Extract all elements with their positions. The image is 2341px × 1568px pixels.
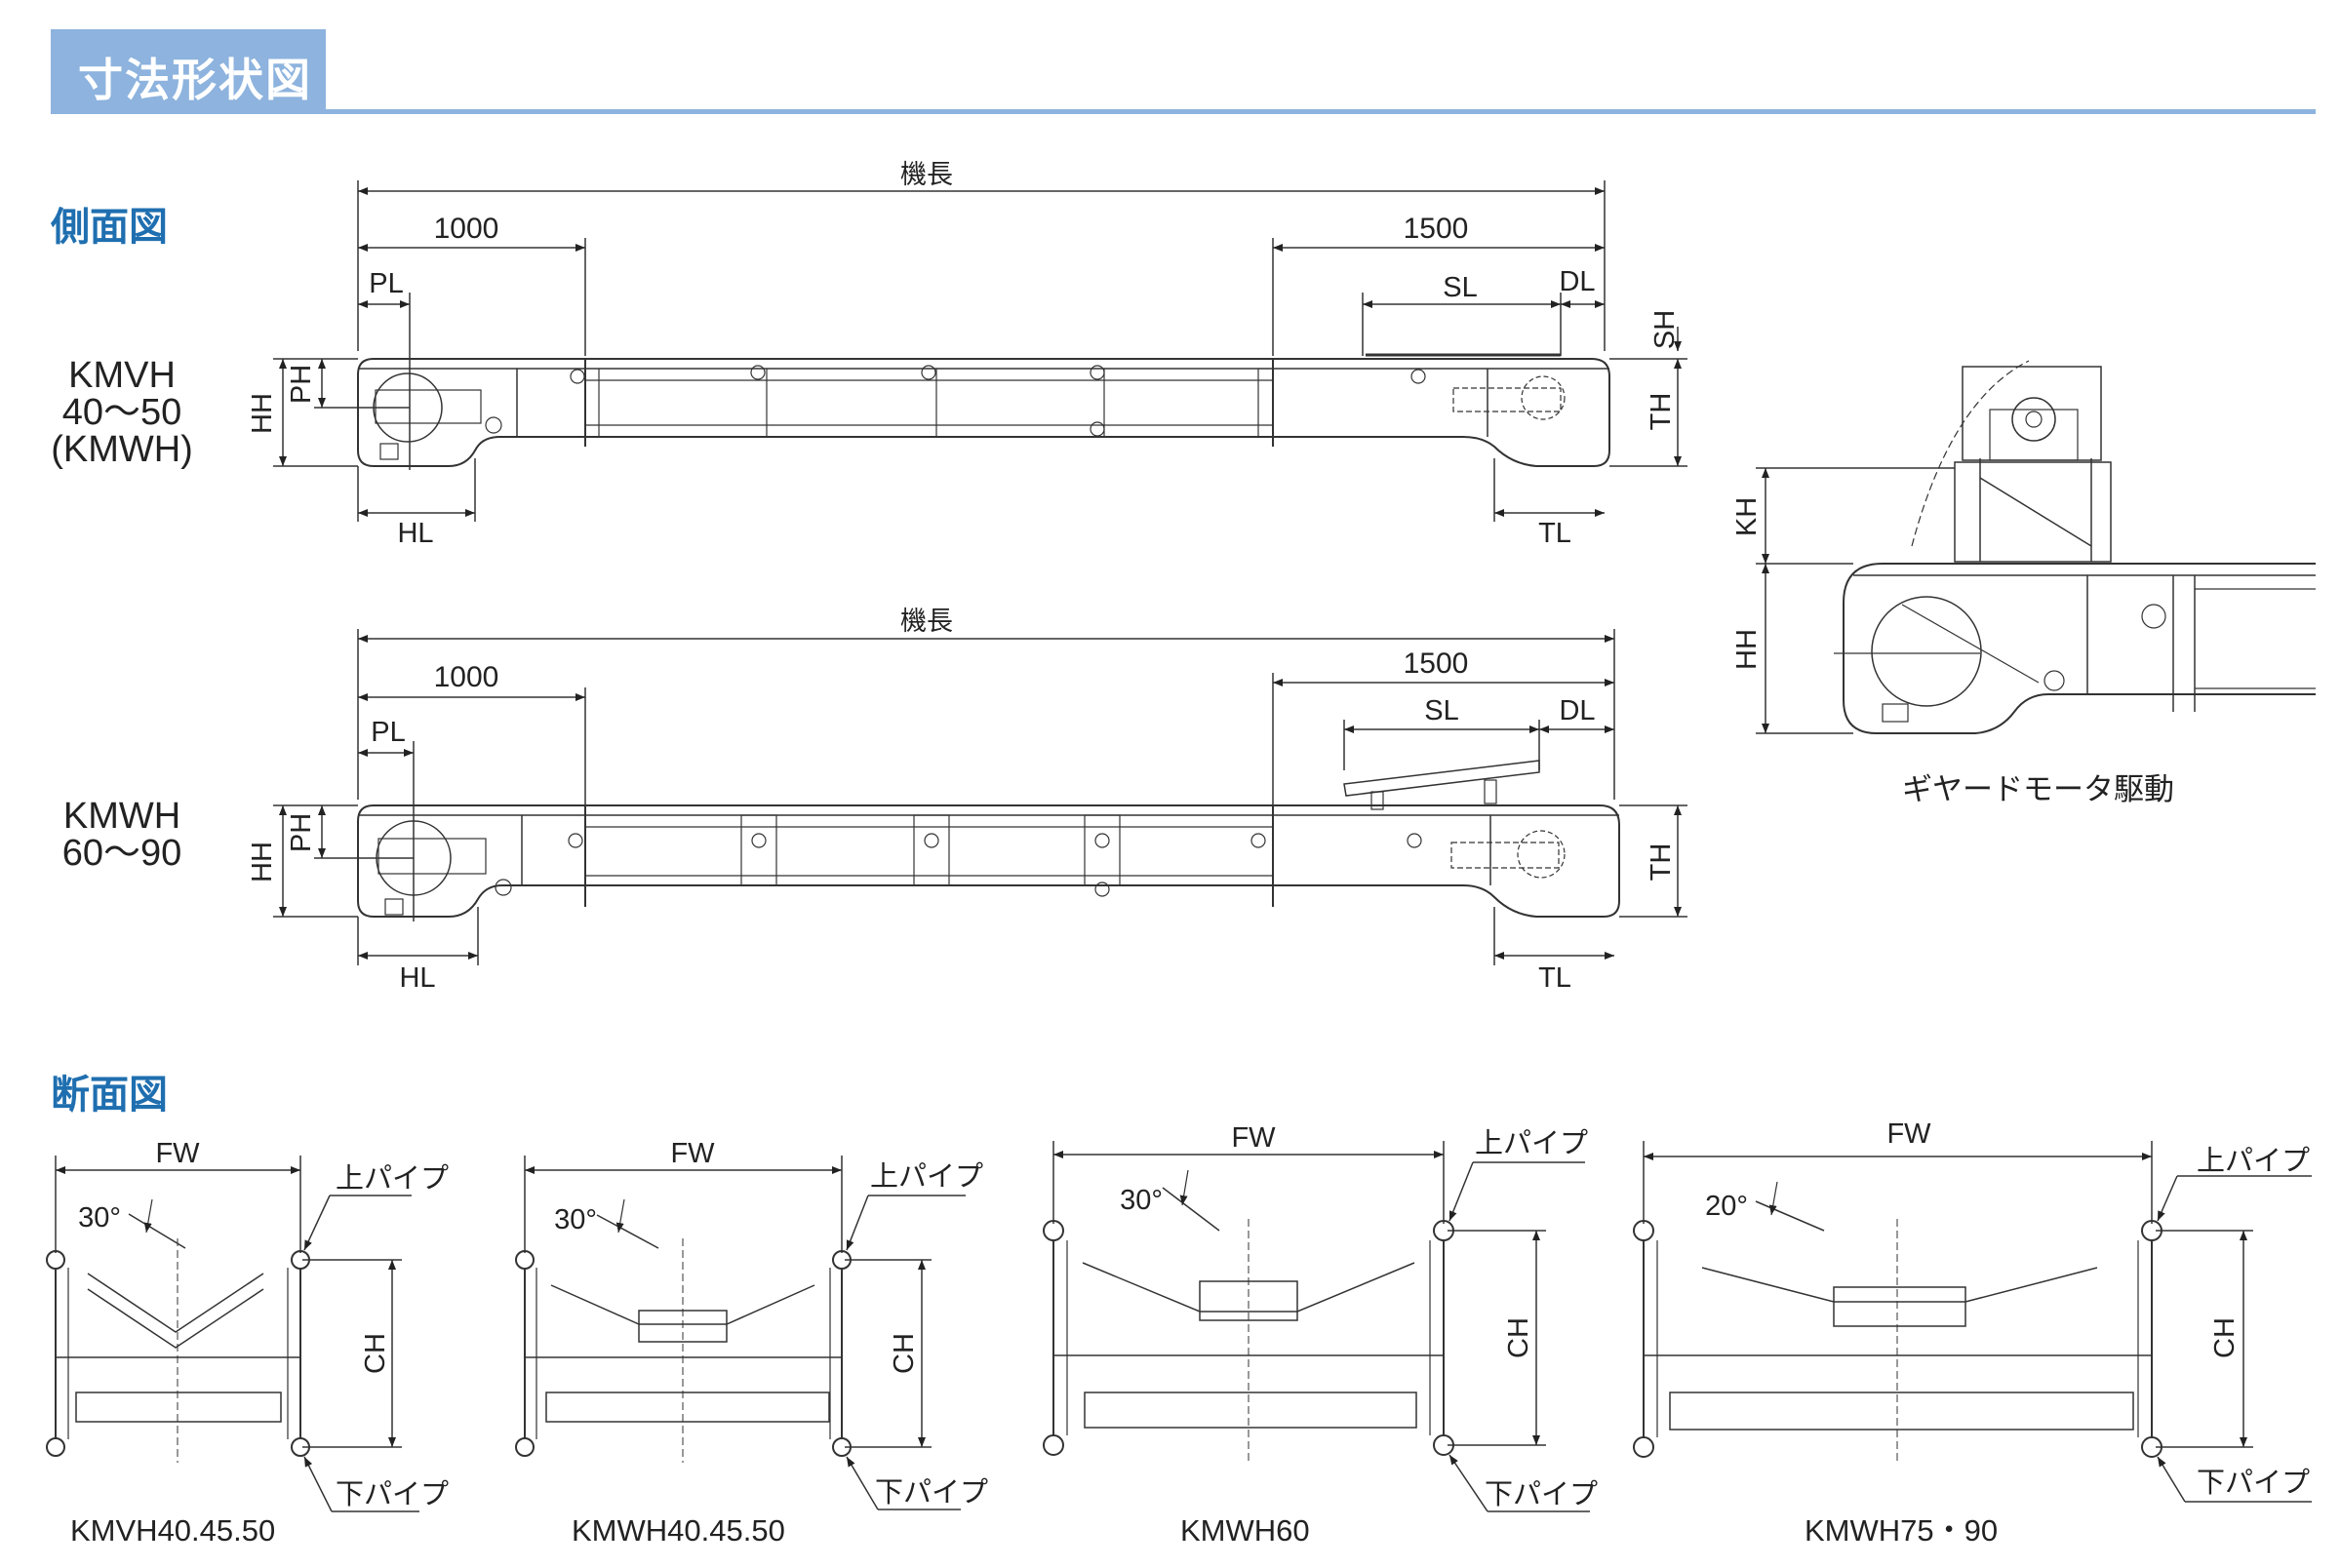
dim-length-b: 機長 bbox=[900, 607, 953, 636]
lower-pipe-label-3: 下パイプ bbox=[1485, 1479, 1598, 1510]
ch-label-2: CH bbox=[889, 1333, 920, 1374]
upper-pipe-label-1: 上パイプ bbox=[336, 1163, 449, 1195]
angle-label-2: 30° bbox=[554, 1204, 597, 1235]
geared-motor-detail bbox=[1756, 360, 2316, 734]
model-a-line2: 40～50 bbox=[61, 392, 182, 433]
dim-hh-a: HH bbox=[247, 393, 278, 434]
section-caption-2: KMWH40.45.50 bbox=[572, 1513, 785, 1548]
upper-pipe-label-4: 上パイプ bbox=[2197, 1146, 2310, 1177]
dim-ph-a: PH bbox=[286, 365, 317, 404]
dim-ph-b: PH bbox=[286, 813, 317, 852]
section-view-title: 断面図 bbox=[51, 1073, 168, 1117]
dim-sl-b: SL bbox=[1424, 695, 1458, 726]
section-view-4 bbox=[1633, 1141, 2312, 1503]
dim-sl-a: SL bbox=[1443, 272, 1477, 303]
side-view-title: 側面図 bbox=[51, 205, 168, 250]
model-a-line1: KMVH bbox=[68, 355, 176, 396]
model-label-b: KMWH 60～90 bbox=[49, 798, 195, 872]
header-rule bbox=[51, 109, 2316, 114]
angle-label-3: 30° bbox=[1120, 1185, 1163, 1216]
fw-label-2: FW bbox=[670, 1138, 715, 1169]
lower-pipe-label-4: 下パイプ bbox=[2197, 1468, 2310, 1499]
geared-motor-caption: ギヤードモータ駆動 bbox=[1902, 772, 2174, 806]
fw-label-1: FW bbox=[155, 1138, 200, 1169]
upper-pipe-label-2: 上パイプ bbox=[870, 1161, 983, 1193]
section-view-3 bbox=[1043, 1141, 1590, 1512]
dim-tl-a: TL bbox=[1538, 518, 1571, 549]
dim-1000-a: 1000 bbox=[434, 213, 499, 245]
header-tab: 寸法形状図 bbox=[51, 29, 326, 113]
model-label-a: KMVH 40～50 (KMWH) bbox=[49, 357, 195, 468]
dim-hh-b: HH bbox=[247, 842, 278, 882]
fw-label-4: FW bbox=[1886, 1118, 1931, 1150]
section-caption-4: KMWH75・90 bbox=[1805, 1513, 1999, 1548]
dim-th-a: TH bbox=[1646, 393, 1677, 431]
dim-hl-a: HL bbox=[397, 518, 433, 549]
ch-label-4: CH bbox=[2209, 1317, 2241, 1358]
angle-label-1: 30° bbox=[78, 1202, 121, 1234]
lower-pipe-label-1: 下パイプ bbox=[336, 1479, 449, 1510]
dim-sh-a: SH bbox=[1649, 310, 1681, 349]
dim-th-b: TH bbox=[1646, 843, 1677, 882]
lower-pipe-label-2: 下パイプ bbox=[875, 1477, 988, 1509]
dim-kh: KH bbox=[1731, 497, 1763, 536]
dim-hl-b: HL bbox=[399, 962, 435, 994]
section-caption-1: KMVH40.45.50 bbox=[70, 1513, 276, 1548]
dim-length-a: 機長 bbox=[900, 160, 953, 189]
model-b-line2: 60～90 bbox=[61, 833, 182, 874]
ch-label-3: CH bbox=[1503, 1317, 1534, 1358]
dim-pl-b: PL bbox=[371, 717, 405, 748]
fw-label-3: FW bbox=[1231, 1122, 1276, 1154]
dim-tl-b: TL bbox=[1538, 962, 1571, 994]
dim-hh-motor: HH bbox=[1731, 629, 1763, 670]
page-title: 寸法形状図 bbox=[78, 54, 312, 106]
section-view-1 bbox=[46, 1156, 419, 1512]
model-b-line1: KMWH bbox=[62, 796, 181, 837]
dim-pl-a: PL bbox=[369, 268, 403, 299]
dim-1000-b: 1000 bbox=[434, 661, 499, 693]
section-caption-3: KMWH60 bbox=[1180, 1513, 1310, 1548]
upper-pipe-label-3: 上パイプ bbox=[1475, 1128, 1588, 1159]
dim-1500-b: 1500 bbox=[1404, 647, 1469, 680]
dim-dl-b: DL bbox=[1559, 695, 1595, 726]
section-view-2 bbox=[515, 1156, 966, 1510]
model-a-line3: (KMWH) bbox=[51, 429, 193, 470]
angle-label-4: 20° bbox=[1705, 1191, 1748, 1222]
dim-dl-a: DL bbox=[1559, 266, 1595, 297]
side-view-b bbox=[273, 629, 1687, 965]
dim-1500-a: 1500 bbox=[1404, 213, 1469, 245]
side-view-a bbox=[273, 180, 1687, 522]
ch-label-1: CH bbox=[360, 1333, 391, 1374]
